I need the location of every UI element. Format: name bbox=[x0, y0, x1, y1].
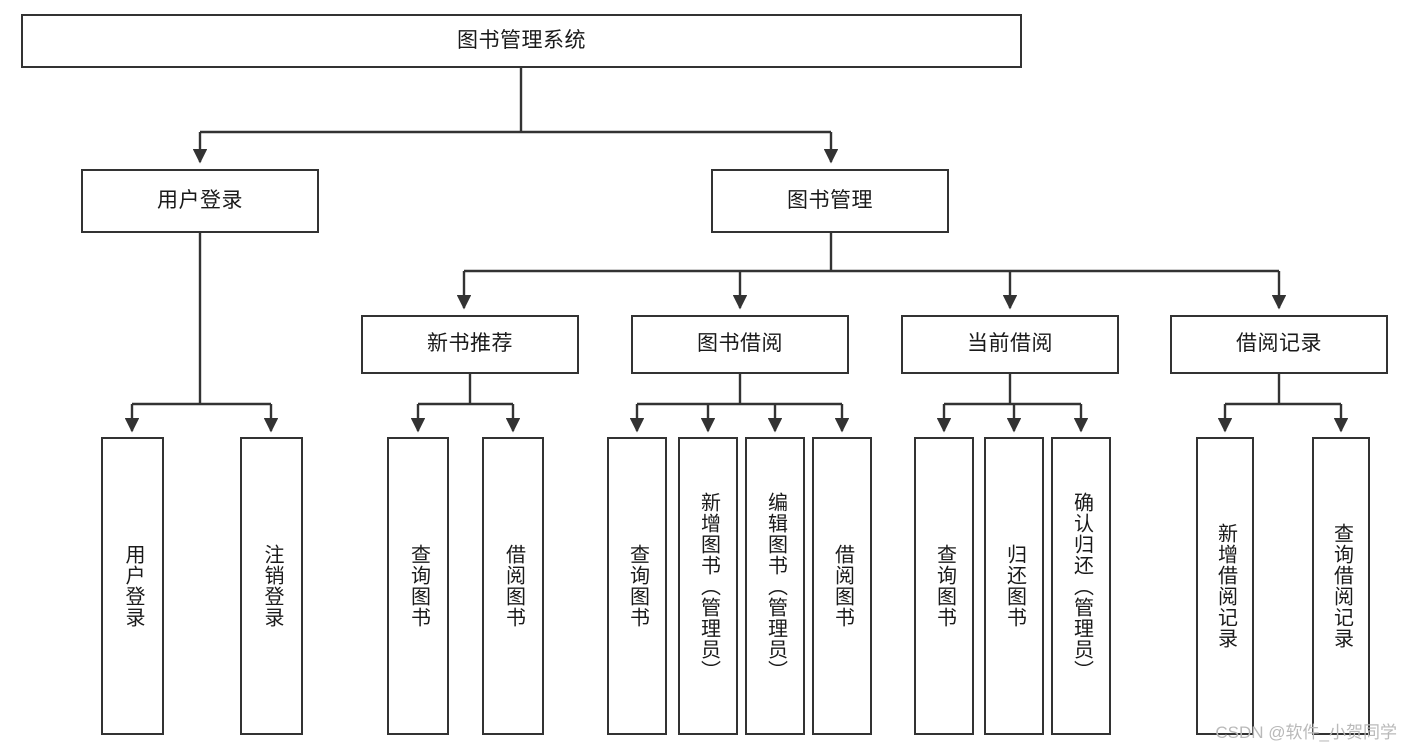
edges-currentborrow-to-leaves bbox=[936, 374, 1089, 433]
node-leaf-logout[interactable]: 注销登录 bbox=[240, 437, 303, 735]
node-book-manage[interactable]: 图书管理 bbox=[711, 169, 949, 233]
node-leaf-query-book-current[interactable]: 查询图书 bbox=[914, 437, 974, 735]
node-leaf-borrow-book-new[interactable]: 借阅图书 bbox=[482, 437, 544, 735]
edges-userlogin-to-leaves bbox=[124, 233, 279, 433]
node-borrow-record-label: 借阅记录 bbox=[1236, 332, 1322, 356]
node-book-borrow-label: 图书借阅 bbox=[697, 332, 783, 356]
node-new-book-recommend[interactable]: 新书推荐 bbox=[361, 315, 579, 374]
node-root[interactable]: 图书管理系统 bbox=[21, 14, 1022, 68]
node-leaf-logout-label: 注销登录 bbox=[261, 544, 283, 628]
edges-newbook-to-leaves bbox=[410, 374, 521, 433]
edges-root-to-level2 bbox=[192, 68, 839, 164]
edges-bookmanage-to-level3 bbox=[456, 233, 1287, 310]
node-leaf-query-record-label: 查询借阅记录 bbox=[1330, 523, 1353, 649]
node-leaf-return-book[interactable]: 归还图书 bbox=[984, 437, 1044, 735]
node-leaf-add-book-label: 新增图书（管理员） bbox=[697, 491, 720, 681]
node-book-manage-label: 图书管理 bbox=[787, 188, 873, 212]
edges-borrowrecord-to-leaves bbox=[1217, 374, 1349, 433]
node-leaf-query-book-borrow[interactable]: 查询图书 bbox=[607, 437, 667, 735]
watermark-text: CSDN @软件_小贺同学 bbox=[1215, 723, 1397, 742]
node-book-borrow[interactable]: 图书借阅 bbox=[631, 315, 849, 374]
node-leaf-query-book-new[interactable]: 查询图书 bbox=[387, 437, 449, 735]
edges-bookborrow-to-leaves bbox=[629, 374, 850, 433]
node-leaf-query-book-new-label: 查询图书 bbox=[407, 544, 430, 628]
node-leaf-add-record-label: 新增借阅记录 bbox=[1214, 523, 1237, 649]
node-leaf-borrow-book-new-label: 借阅图书 bbox=[502, 544, 525, 628]
node-leaf-confirm-return-label: 确认归还（管理员） bbox=[1070, 491, 1093, 681]
node-leaf-borrow-book[interactable]: 借阅图书 bbox=[812, 437, 872, 735]
node-leaf-edit-book[interactable]: 编辑图书（管理员） bbox=[745, 437, 805, 735]
node-leaf-query-record[interactable]: 查询借阅记录 bbox=[1312, 437, 1370, 735]
node-leaf-query-book-borrow-label: 查询图书 bbox=[626, 544, 649, 628]
node-leaf-add-book[interactable]: 新增图书（管理员） bbox=[678, 437, 738, 735]
node-user-login[interactable]: 用户登录 bbox=[81, 169, 319, 233]
node-leaf-edit-book-label: 编辑图书（管理员） bbox=[764, 491, 787, 681]
node-leaf-return-book-label: 归还图书 bbox=[1003, 544, 1026, 628]
node-root-label: 图书管理系统 bbox=[457, 28, 586, 52]
node-leaf-query-book-current-label: 查询图书 bbox=[933, 544, 956, 628]
node-current-borrow-label: 当前借阅 bbox=[967, 332, 1053, 356]
node-new-book-recommend-label: 新书推荐 bbox=[427, 332, 513, 356]
node-leaf-add-record[interactable]: 新增借阅记录 bbox=[1196, 437, 1254, 735]
node-user-login-label: 用户登录 bbox=[157, 188, 243, 212]
node-leaf-user-login[interactable]: 用户登录 bbox=[101, 437, 164, 735]
node-leaf-borrow-book-label: 借阅图书 bbox=[831, 544, 854, 628]
node-borrow-record[interactable]: 借阅记录 bbox=[1170, 315, 1388, 374]
node-leaf-user-login-label: 用户登录 bbox=[122, 544, 144, 628]
node-leaf-confirm-return[interactable]: 确认归还（管理员） bbox=[1051, 437, 1111, 735]
node-current-borrow[interactable]: 当前借阅 bbox=[901, 315, 1119, 374]
